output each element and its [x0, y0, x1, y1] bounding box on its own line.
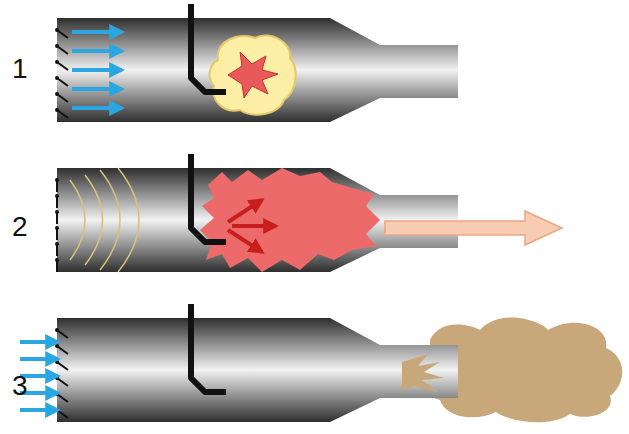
intake-air-arrow: [72, 30, 122, 34]
engine-stage-3: [57, 304, 622, 422]
valve-hinge: [55, 76, 59, 80]
valve-hinge: [55, 92, 59, 96]
open-valve: [57, 346, 68, 354]
open-valve: [57, 94, 68, 102]
open-valve: [57, 394, 68, 402]
engine-stage-2: [57, 154, 562, 272]
valve-hinge: [55, 210, 59, 214]
open-valve: [57, 78, 68, 86]
open-valve: [57, 362, 68, 370]
engine-stage-1: [57, 4, 458, 122]
valve-hinge: [55, 60, 59, 64]
valve-hinge: [55, 108, 59, 112]
valve-hinge: [55, 226, 59, 230]
intake-air-arrow: [72, 87, 122, 91]
intake-air-arrow: [72, 68, 122, 72]
valve-hinge: [55, 344, 59, 348]
intake-air-arrow: [72, 49, 122, 53]
valve-hinge: [55, 178, 59, 182]
intake-air-arrow: [20, 340, 58, 344]
open-valve: [57, 30, 68, 38]
open-valve: [57, 62, 68, 70]
valve-hinge: [55, 28, 59, 32]
open-valve: [57, 46, 68, 54]
intake-air-arrow: [72, 106, 122, 110]
valve-hinge: [55, 194, 59, 198]
intake-air-arrow: [20, 408, 58, 412]
valve-hinge: [55, 258, 59, 262]
open-valve: [57, 410, 68, 418]
open-valve: [57, 378, 68, 386]
valve-hinge: [55, 44, 59, 48]
intake-air-arrow: [20, 357, 58, 361]
valve-hinge: [55, 328, 59, 332]
valve-hinge: [55, 242, 59, 246]
stage-number: 3: [12, 372, 28, 400]
stage-number: 1: [12, 55, 28, 83]
stage-number: 2: [12, 213, 28, 241]
open-valve: [57, 110, 68, 118]
open-valve: [57, 330, 68, 338]
